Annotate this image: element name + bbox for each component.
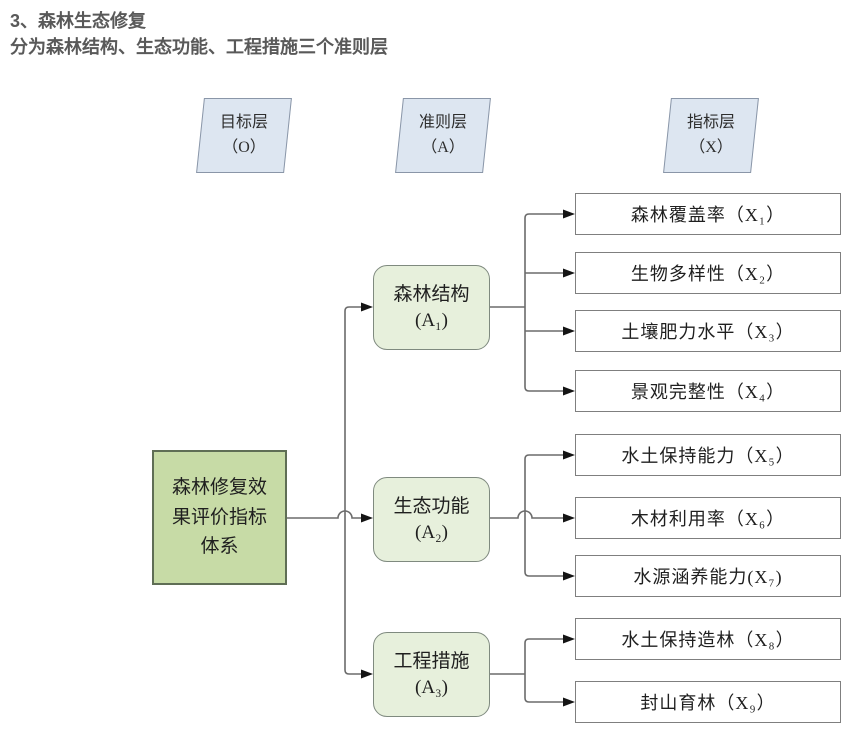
indicator-box-x7: 水源涵养能力(X₇) xyxy=(575,555,841,597)
layer-tag-text: 指标层 （X） xyxy=(667,98,755,173)
criterion-code: (A₃) xyxy=(415,676,448,698)
layer-tag-indicators: 指标层 （X） xyxy=(663,98,759,173)
criterion-label: 森林结构 xyxy=(393,283,470,305)
indicator-label: 生物多样性（X₂） xyxy=(630,264,786,284)
criterion-box-a3: 工程措施 (A₃) xyxy=(373,632,490,717)
layer-tag-text: 准则层 （A） xyxy=(399,98,487,173)
indicator-label: 土壤肥力水平（X₃） xyxy=(621,322,795,342)
layer-label: 准则层 xyxy=(418,113,467,131)
criterion-code: (A₁) xyxy=(415,309,448,331)
indicator-label: 水源涵养能力(X₇) xyxy=(633,567,783,587)
layer-code: （O） xyxy=(222,138,266,156)
page-subtitle: 分为森林结构、生态功能、工程措施三个准则层 xyxy=(10,37,388,57)
indicator-box-x1: 森林覆盖率（X₁） xyxy=(575,193,841,235)
indicator-box-x3: 土壤肥力水平（X₃） xyxy=(575,310,841,352)
layer-label: 目标层 xyxy=(219,113,268,131)
goal-text: 森林修复效果评价指标体系 xyxy=(171,477,267,558)
indicator-box-x6: 木材利用率（X₆） xyxy=(575,497,841,539)
page-title: 3、森林生态修复 xyxy=(10,11,147,31)
indicator-label: 木材利用率（X₆） xyxy=(630,509,786,529)
layer-tag-criteria: 准则层 （A） xyxy=(395,98,491,173)
indicator-label: 森林覆盖率（X₁） xyxy=(630,205,786,225)
goal-box: 森林修复效果评价指标体系 xyxy=(152,450,287,585)
indicator-box-x8: 水土保持造林（X₈） xyxy=(575,618,841,660)
layer-code: （X） xyxy=(689,138,733,156)
indicator-label: 水土保持能力（X₅） xyxy=(621,446,795,466)
indicator-box-x4: 景观完整性（X₄） xyxy=(575,370,841,412)
layer-tag-text: 目标层 （O） xyxy=(200,98,288,173)
criterion-box-a1: 森林结构 (A₁) xyxy=(373,265,490,350)
header: 3、森林生态修复 分为森林结构、生态功能、工程措施三个准则层 xyxy=(10,8,388,60)
criterion-label: 生态功能 xyxy=(393,495,470,517)
layer-tag-goal: 目标层 （O） xyxy=(196,98,292,173)
indicator-box-x5: 水土保持能力（X₅） xyxy=(575,434,841,476)
layer-code: （A） xyxy=(421,138,465,156)
indicator-label: 水土保持造林（X₈） xyxy=(621,630,795,650)
indicator-label: 景观完整性（X₄） xyxy=(630,382,786,402)
criterion-box-a2: 生态功能 (A₂) xyxy=(373,477,490,562)
criterion-code: (A₂) xyxy=(415,521,448,543)
indicator-box-x2: 生物多样性（X₂） xyxy=(575,252,841,294)
criterion-label: 工程措施 xyxy=(393,650,470,672)
indicator-label: 封山育林（X₉） xyxy=(640,693,776,713)
layer-label: 指标层 xyxy=(686,113,735,131)
indicator-box-x9: 封山育林（X₉） xyxy=(575,681,841,723)
